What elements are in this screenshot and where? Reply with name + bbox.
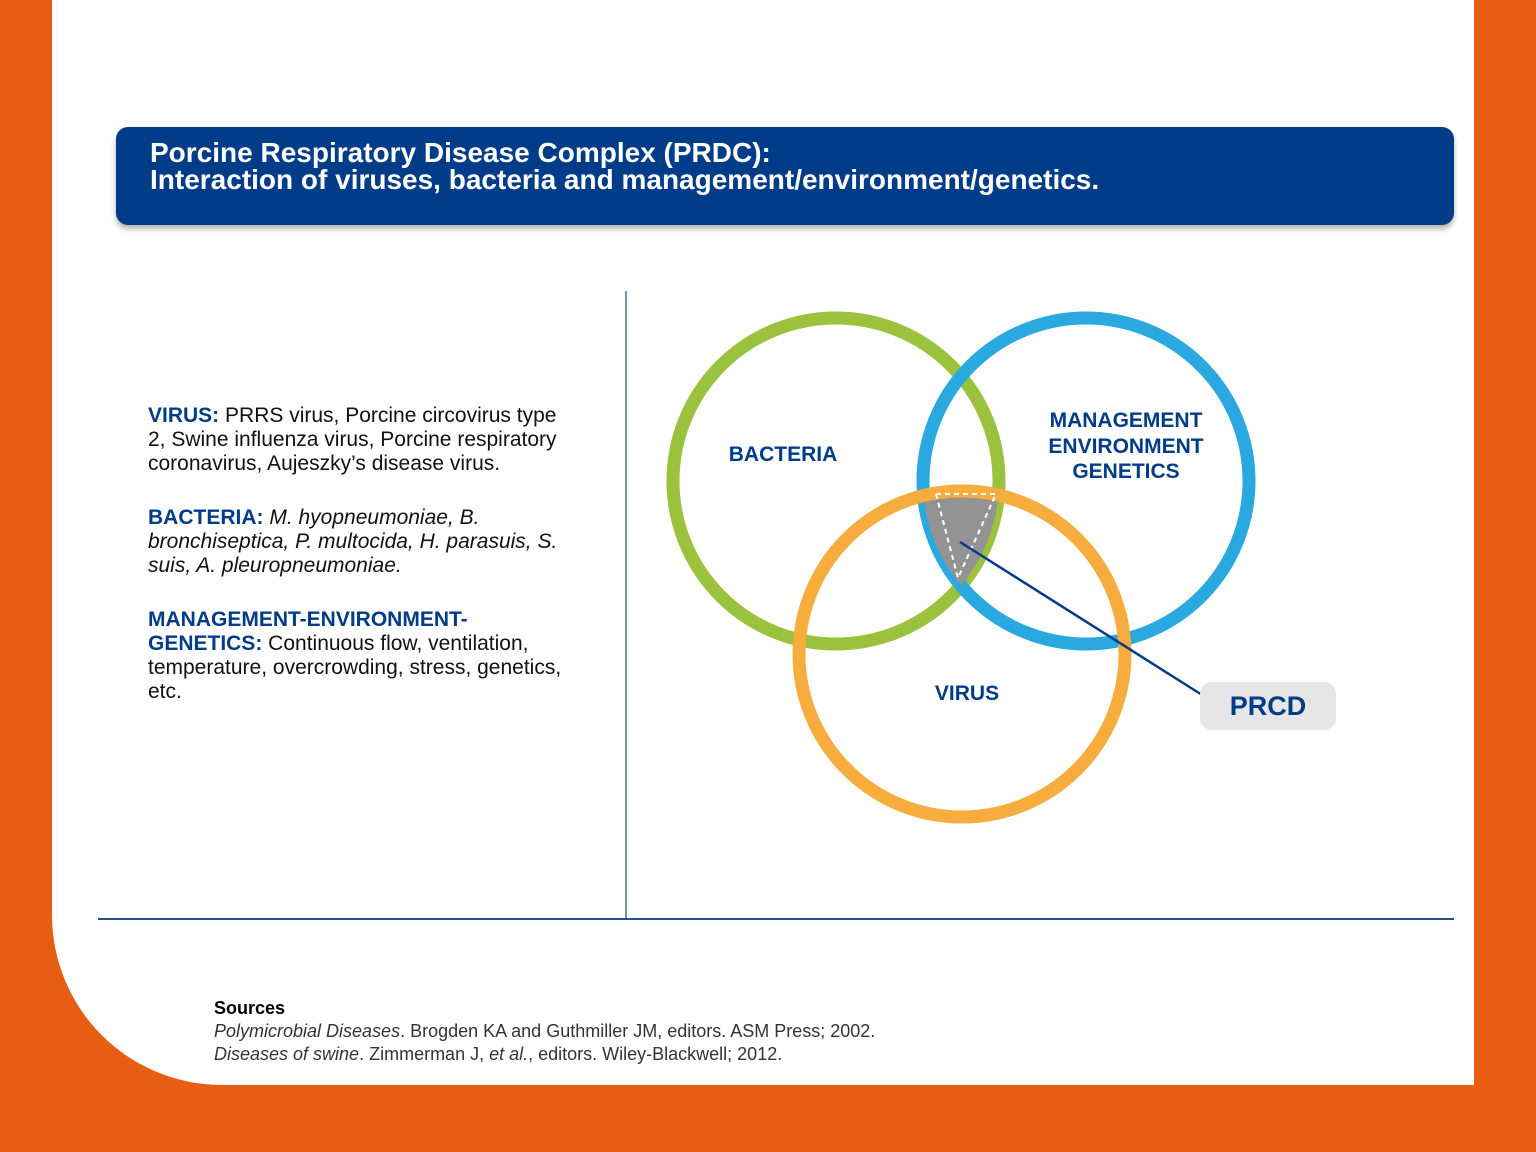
horizontal-divider [98, 918, 1454, 920]
management-description: MANAGEMENT-ENVIRONMENT-GENETICS: Continu… [148, 608, 578, 704]
management-diagram-label-line2: ENVIRONMENT [1048, 435, 1203, 458]
venn-diagram: BACTERIA MANAGEMENT ENVIRONMENT GENETICS… [666, 311, 1256, 824]
management-diagram-label-line3: GENETICS [1072, 460, 1179, 483]
virus-diagram-label: VIRUS [935, 682, 999, 705]
management-text: Continuous flow, ventilation, temperatur… [148, 632, 562, 703]
virus-description: VIRUS: PRRS virus, Porcine circovirus ty… [148, 404, 578, 476]
title-line-2: Interaction of viruses, bacteria and man… [150, 164, 1100, 195]
bacteria-diagram-label: BACTERIA [729, 443, 838, 466]
sources-block: Sources Polymicrobial Diseases. Brogden … [214, 997, 875, 1066]
source-1-details: . Brogden KA and Guthmiller JM, editors.… [400, 1021, 876, 1041]
source-reference-2: Diseases of swine. Zimmerman J, et al., … [214, 1043, 875, 1066]
title-banner: Porcine Respiratory Disease Complex (PRD… [116, 127, 1454, 225]
bacteria-text: M. hyopneumoniae, B. bronchiseptica, P. … [148, 506, 558, 577]
bacteria-description: BACTERIA: M. hyopneumoniae, B. bronchise… [148, 506, 578, 578]
source-2-etal: et al. [489, 1044, 529, 1064]
management-label: MANAGEMENT-ENVIRONMENT-GENETICS: [148, 608, 468, 655]
source-2-title: Diseases of swine [214, 1044, 360, 1064]
source-reference-1: Polymicrobial Diseases. Brogden KA and G… [214, 1020, 875, 1043]
title-line-1: Porcine Respiratory Disease Complex (PRD… [150, 137, 771, 168]
description-panel: VIRUS: PRRS virus, Porcine circovirus ty… [148, 404, 578, 734]
virus-text: PRRS virus, Porcine circovirus type 2, S… [148, 404, 557, 475]
sources-heading: Sources [214, 998, 286, 1018]
source-1-title: Polymicrobial Diseases [214, 1021, 401, 1041]
management-circle [916, 311, 1256, 651]
source-2-authors: . Zimmerman J, [359, 1044, 490, 1064]
source-2-details: , editors. Wiley-Blackwell; 2012. [528, 1044, 783, 1064]
virus-label: VIRUS: [148, 404, 220, 427]
vertical-divider [625, 291, 627, 919]
result-arrow [959, 540, 1212, 702]
management-diagram-label-line1: MANAGEMENT [1050, 409, 1203, 432]
prcd-result-box: PRCD [1200, 682, 1336, 730]
bacteria-label: BACTERIA: [148, 506, 264, 529]
prcd-label: PRCD [1229, 691, 1307, 721]
overlap-highlight-outline [934, 493, 998, 581]
bacteria-circle [666, 311, 1006, 651]
